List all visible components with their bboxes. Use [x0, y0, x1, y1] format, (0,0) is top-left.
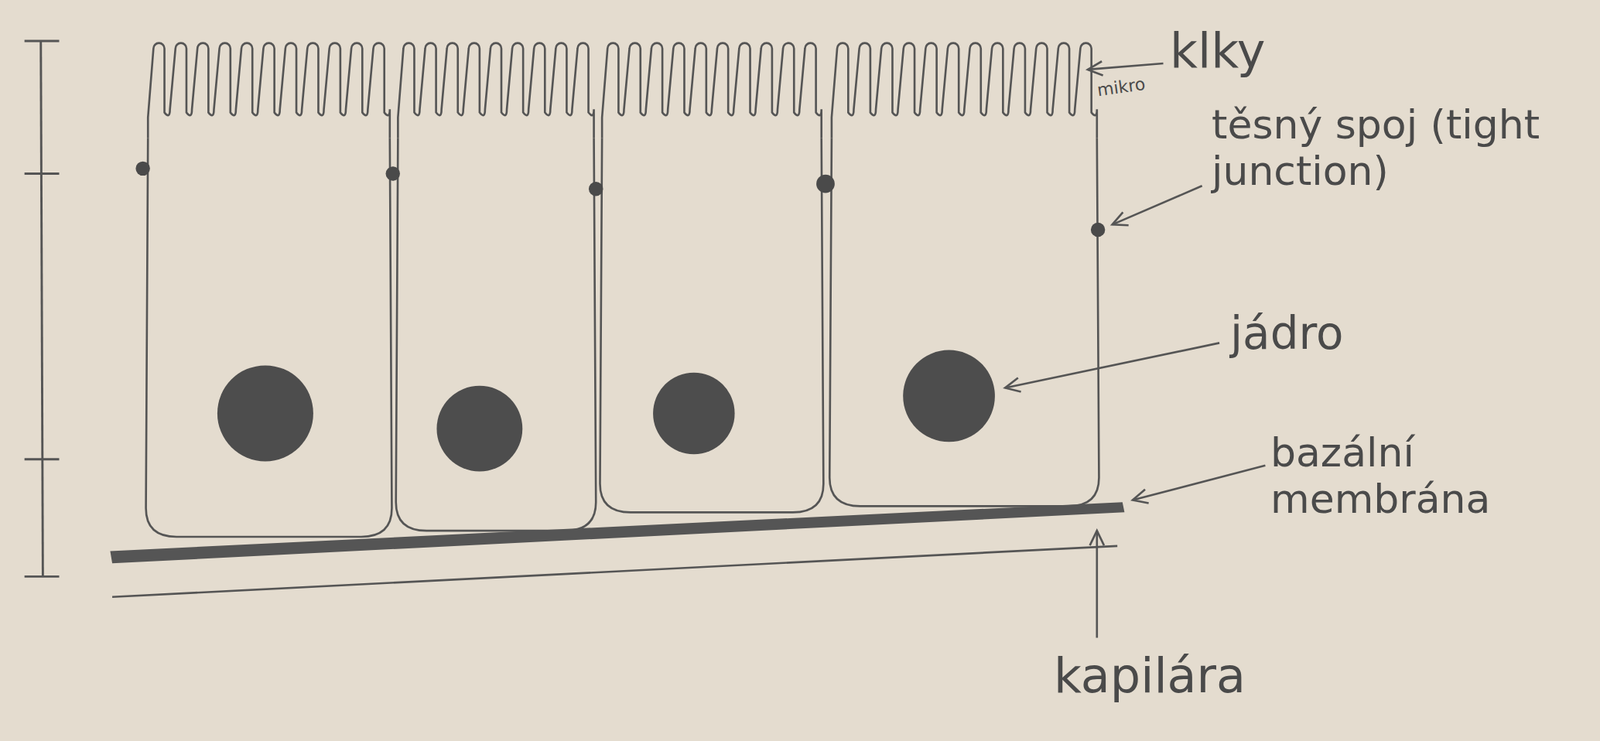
cell-outline: [600, 137, 824, 513]
nucleus: [217, 365, 314, 462]
leader-arrow: [1132, 465, 1265, 504]
tight-junction-dot: [588, 181, 603, 196]
microvilli: [831, 43, 1098, 139]
cell-outline: [829, 137, 1099, 506]
structure-label: klky: [1169, 23, 1266, 79]
callout-label: kapilára: [1053, 648, 1246, 704]
microvilli: [397, 43, 594, 139]
nucleus: [902, 350, 995, 443]
nucleus: [436, 386, 523, 472]
microvilli: [147, 43, 390, 139]
bracket-tick: [24, 575, 60, 578]
bracket-tick: [24, 172, 60, 175]
cells: [146, 43, 1100, 537]
callout-label: bazální membrána: [1270, 430, 1503, 524]
bracket-line: [41, 41, 44, 577]
tight-junction-dot: [816, 174, 835, 194]
cell-outline: [396, 137, 597, 531]
tight-junction-dot: [135, 161, 150, 176]
leader-arrow: [1112, 185, 1203, 226]
capillary-wall: [112, 546, 1118, 598]
leader-arrow: [1005, 342, 1220, 392]
cell-outline: [146, 137, 393, 537]
bracket-tick: [24, 458, 60, 461]
scale-bracket: [24, 41, 60, 577]
leader-arrow: [1087, 61, 1164, 76]
nucleus: [652, 372, 736, 455]
structure-label: mikro: [1096, 74, 1147, 101]
leader-arrow: [1090, 530, 1105, 638]
microvilli: [601, 43, 822, 139]
bracket-tick: [24, 40, 60, 43]
callout-label: jádro: [1230, 307, 1344, 360]
tight-junction-dot: [1090, 222, 1105, 237]
tight-junction-dot: [386, 166, 400, 181]
callout-label: těsný spoj (tight junction): [1211, 102, 1591, 195]
